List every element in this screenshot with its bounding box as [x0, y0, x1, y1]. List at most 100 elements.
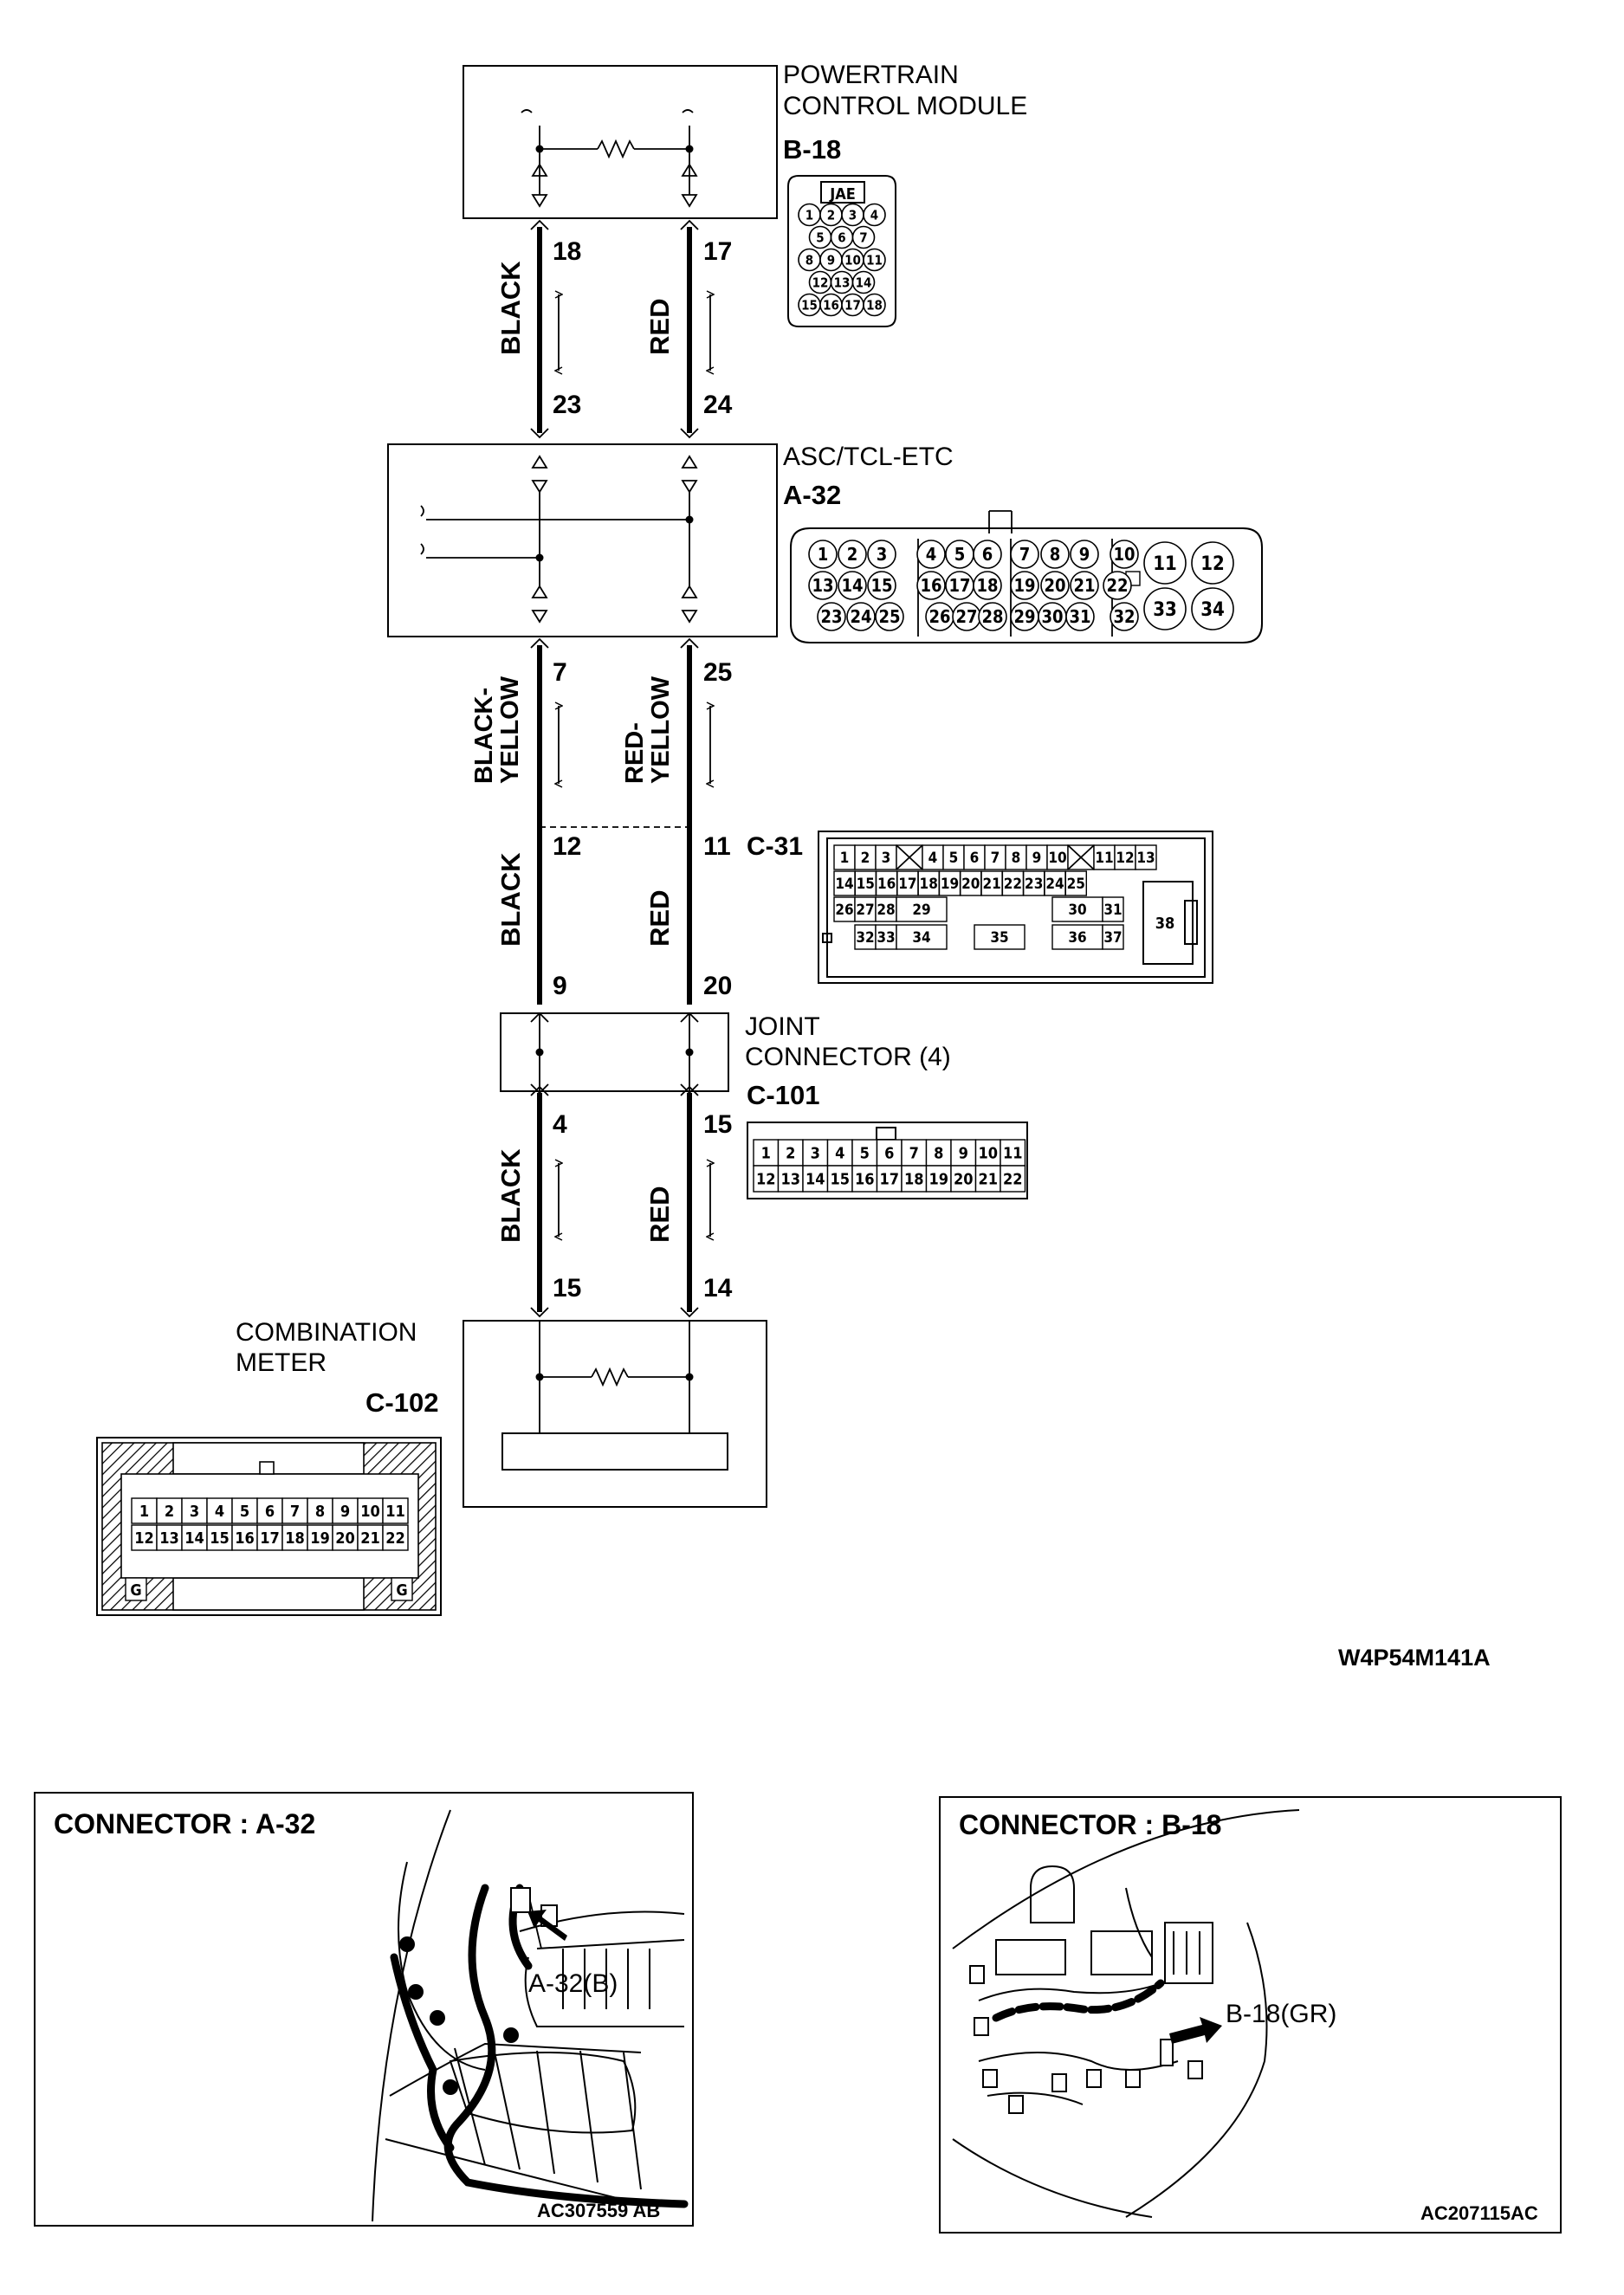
- a32-pin-14-shape: [838, 571, 867, 600]
- c101-pin-5: 5: [860, 1144, 870, 1162]
- c101-pin-11: 11: [1003, 1144, 1023, 1162]
- c101-pin-2: 2: [786, 1144, 795, 1162]
- c101-pin-8-cell: [925, 1139, 952, 1167]
- pcm-title-line1: POWERTRAIN: [783, 61, 959, 89]
- seg4-left-wire-color: BLACK: [495, 1148, 526, 1243]
- c31-pin-1-cell: [833, 844, 856, 870]
- c101-pin-17: 17: [879, 1170, 899, 1188]
- b18-pin-12: 12: [812, 275, 829, 290]
- c31-pin-25-cell: [1064, 870, 1088, 896]
- c102-pin-22-cell: [382, 1524, 409, 1551]
- a32-pin-34-shape: [1191, 587, 1234, 630]
- panel-a-callout: A-32(B): [528, 1969, 618, 1998]
- a32-pin-6: 6: [982, 544, 993, 565]
- a32-pin-9-shape: [1070, 540, 1099, 569]
- b18-pin-9: 9: [827, 252, 835, 268]
- joint-connector-id: C-101: [747, 1080, 819, 1110]
- c31-blank-cross: [1067, 844, 1095, 870]
- c102-pin-8: 8: [315, 1503, 325, 1521]
- c31-pin-13: 13: [1136, 850, 1155, 867]
- seg4-left-top-pin: 4: [553, 1110, 567, 1139]
- a32-pin-8: 8: [1050, 544, 1061, 565]
- c31-pin-26: 26: [835, 902, 853, 919]
- a32-pin-7-shape: [1010, 540, 1039, 569]
- b18-pin-16: 16: [823, 297, 839, 313]
- seg1-left-top-pin: 18: [553, 237, 581, 266]
- joint-title-line1: JOINT: [745, 1012, 820, 1041]
- c31-pin-24-cell: [1044, 870, 1066, 896]
- c31-pin-4-cell: [922, 844, 944, 870]
- a32-pin-24-shape: [846, 602, 876, 631]
- c31-pin-3: 3: [882, 850, 891, 867]
- pcm-connector-id: B-18: [783, 134, 841, 165]
- c31-pin-26-cell: [833, 896, 856, 922]
- seg1-right-bottom-pin: 24: [703, 391, 733, 419]
- c102-pin-12: 12: [134, 1529, 154, 1548]
- c31-pin-25: 25: [1067, 876, 1085, 893]
- c31-pin-2: 2: [861, 850, 870, 867]
- b18-pin-14: 14: [856, 275, 872, 290]
- c31-pin-14: 14: [835, 876, 853, 893]
- c31-pin-1: 1: [840, 850, 850, 867]
- b18-pin-15: 15: [801, 297, 818, 313]
- c101-pin-16-cell: [851, 1165, 878, 1193]
- a32-pin-21-shape: [1070, 571, 1099, 600]
- c31-pin-7: 7: [991, 850, 1000, 867]
- c101-pin-10: 10: [978, 1144, 998, 1162]
- c101-pin-13-cell: [777, 1165, 804, 1193]
- c102-pin-4: 4: [215, 1503, 224, 1521]
- c31-pin-3-cell: [875, 844, 897, 870]
- c31-pin-2-cell: [854, 844, 877, 870]
- a32-pin-11: 11: [1153, 553, 1177, 575]
- a32-pin-12: 12: [1200, 553, 1225, 575]
- a32-pin-25: 25: [878, 606, 900, 627]
- meter-connector-id: C-102: [366, 1387, 438, 1418]
- a32-pin-32: 32: [1113, 606, 1135, 627]
- c31-pin-17: 17: [898, 876, 916, 893]
- c101-pin-20-cell: [950, 1165, 977, 1193]
- c31-pin-36: 36: [1068, 929, 1086, 947]
- c101-pin-16: 16: [855, 1170, 875, 1188]
- panel-a-title: CONNECTOR : A-32: [54, 1808, 315, 1839]
- a32-pin-1: 1: [818, 544, 829, 565]
- a32-pin-12-shape: [1191, 541, 1234, 585]
- c102-pin-9: 9: [340, 1503, 350, 1521]
- a32-pin-27: 27: [955, 606, 977, 627]
- c31-right-pin: 11: [703, 832, 731, 861]
- b18-pin-5: 5: [816, 230, 824, 245]
- seg3-right-wire-color: RED: [644, 890, 675, 947]
- engine-bay-illustration-a: [372, 1809, 689, 2222]
- c101-pin-22: 22: [1003, 1170, 1023, 1188]
- a32-pin-2-shape: [838, 540, 867, 569]
- wire-segment-4: BLACK RED 4 15 15 14: [495, 1085, 733, 1318]
- c102-pin-10: 10: [360, 1503, 380, 1521]
- c31-connector-id: C-31: [747, 832, 803, 861]
- wire-segment-2: BLACK- YELLOW RED- YELLOW 7 25: [470, 637, 732, 827]
- c102-pin-15-cell: [206, 1524, 233, 1551]
- c31-pin-5-cell: [942, 844, 965, 870]
- c102-pin-13-cell: [156, 1524, 183, 1551]
- a32-pin-3: 3: [877, 544, 888, 565]
- panel-b-title: CONNECTOR : B-18: [959, 1809, 1221, 1840]
- c102-pin-18: 18: [285, 1529, 305, 1548]
- c31-pin-30: 30: [1068, 902, 1086, 919]
- b18-pin-3: 3: [849, 207, 857, 223]
- asc-connector-id: A-32: [783, 480, 841, 510]
- c31-pin-19: 19: [941, 876, 959, 893]
- c31-pin-31-cell: [1102, 896, 1124, 922]
- c31-blank-cross: [896, 844, 923, 870]
- b18-pin-6: 6: [838, 230, 845, 245]
- c31-pin-4: 4: [928, 850, 938, 867]
- c31-pin-29: 29: [912, 902, 930, 919]
- b18-pin-1: 1: [806, 207, 813, 223]
- a32-pin-11-shape: [1143, 541, 1187, 585]
- seg2-left-wire-color-2: YELLOW: [496, 676, 524, 784]
- c101-pin-9: 9: [959, 1144, 968, 1162]
- b18-pin-14-shape: [851, 270, 876, 294]
- c31-pin-33: 33: [877, 929, 895, 947]
- c31-pin-5: 5: [949, 850, 959, 867]
- seg2-right-wire-color-1: RED-: [621, 722, 649, 784]
